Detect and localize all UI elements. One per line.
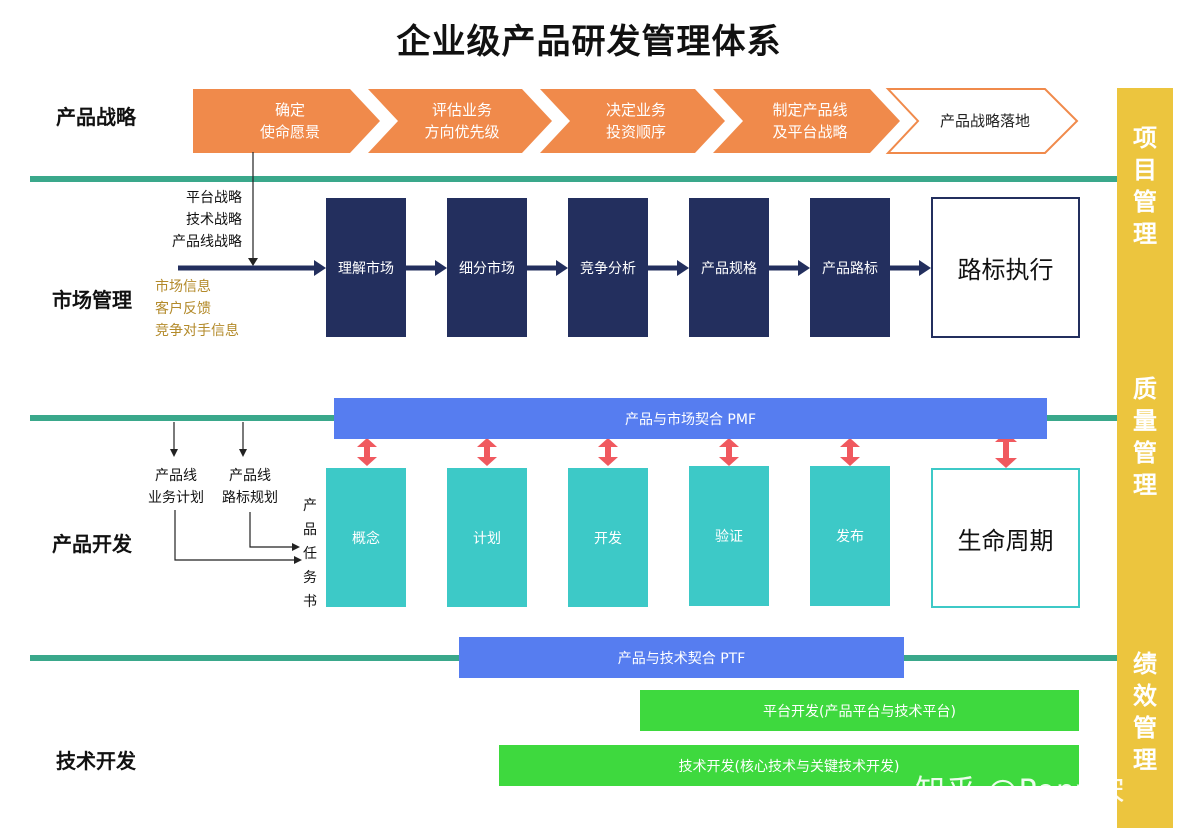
market-step-1: 理解市场 [326,198,406,337]
strategy-step-5: 产品战略落地 [920,110,1050,132]
double-arrows [357,432,1017,468]
side-char: 理 [1133,220,1157,248]
task-book-char: 书 [303,594,317,610]
task-book-char: 产 [303,498,317,514]
note-line: 平台战略 [186,190,242,206]
strategy-step-line: 制定产品线 [772,101,848,119]
side-char: 效 [1133,682,1157,710]
plan-note-business: 产品线 业务计划 [140,465,212,509]
management-side-bar [1117,88,1173,828]
task-book-char: 务 [303,570,317,586]
strategy-step-line: 方向优先级 [424,123,500,141]
row-label-strategy: 产品战略 [56,105,136,129]
note-line: 产品线战略 [172,234,242,250]
note-line: 路标规划 [222,490,278,506]
side-char: 理 [1133,471,1157,499]
dev-step-3: 开发 [568,468,648,607]
strategy-step-line: 决定业务 [605,101,666,119]
side-char: 质 [1133,375,1157,403]
side-char: 管 [1133,714,1157,742]
strategy-notes: 平台战略 技术战略 产品线战略 [160,187,242,253]
strategy-chevron-3 [540,89,725,153]
strategy-step-1: 确定 使命愿景 [230,99,350,143]
platform-dev-bar: 平台开发(产品平台与技术平台) [640,690,1079,731]
note-line: 产品线 [155,468,197,484]
page-title: 企业级产品研发管理体系 [396,22,782,62]
row-label-dev: 产品开发 [52,532,132,556]
dev-step-2: 计划 [447,468,527,607]
note-line: 竞争对手信息 [155,323,239,339]
strategy-step-line: 评估业务 [431,101,492,119]
side-char: 量 [1133,407,1157,435]
strategy-step-4: 制定产品线 及平台战略 [750,99,870,143]
side-char: 理 [1133,746,1157,774]
quality-management-label: 质 量 管 理 [1117,373,1173,501]
performance-management-label: 绩 效 管 理 [1117,648,1173,776]
market-step-3: 竞争分析 [568,198,648,337]
watermark: 知乎 @Pony宋 [915,774,1126,809]
market-step-4: 产品规格 [689,198,769,337]
strategy-chevrons [193,88,1079,154]
note-line: 业务计划 [148,490,204,506]
strategy-step-line: 及平台战略 [772,123,848,141]
market-step-5: 产品路标 [810,198,890,337]
plan-note-roadmap: 产品线 路标规划 [214,465,286,509]
task-book-char: 任 [303,546,317,562]
strategy-chevron-2 [368,89,552,153]
ptf-bar: 产品与技术契合 PTF [459,637,904,678]
separator-line [30,176,1118,182]
project-management-label: 项 目 管 理 [1117,122,1173,250]
row-label-market: 市场管理 [52,288,132,312]
pmf-bar: 产品与市场契合 PMF [334,398,1047,439]
dev-final-box: 生命周期 [931,468,1080,608]
note-line: 产品线 [229,468,271,484]
dev-step-1: 概念 [326,468,406,607]
strategy-step-3: 决定业务 投资顺序 [576,99,696,143]
strategy-step-line: 投资顺序 [605,123,666,141]
market-notes: 市场信息 客户反馈 竞争对手信息 [155,276,265,342]
strategy-chevron-5 [885,88,1079,154]
side-char: 管 [1133,439,1157,467]
task-book-char: 品 [303,522,317,538]
note-line: 客户反馈 [155,301,211,317]
market-step-2: 细分市场 [447,198,527,337]
strategy-step-line: 确定 [274,101,305,119]
task-book-label: 产 品 任 务 书 [300,494,320,614]
strategy-step-2: 评估业务 方向优先级 [402,99,522,143]
dev-step-5: 发布 [810,466,890,606]
tech-dev-bar: 技术开发(核心技术与关键技术开发) [499,745,1079,786]
note-line: 技术战略 [186,212,242,228]
strategy-step-line: 使命愿景 [259,123,320,141]
dev-step-4: 验证 [689,466,769,606]
strategy-chevron-1 [193,89,380,153]
side-char: 绩 [1133,650,1157,678]
strategy-step-line: 产品战略落地 [939,112,1030,130]
market-final-box: 路标执行 [931,197,1080,338]
side-char: 目 [1133,156,1157,184]
row-label-tech: 技术开发 [56,749,136,773]
strategy-chevron-4 [713,89,900,153]
side-char: 管 [1133,188,1157,216]
side-char: 项 [1133,124,1157,152]
note-line: 市场信息 [155,279,211,295]
